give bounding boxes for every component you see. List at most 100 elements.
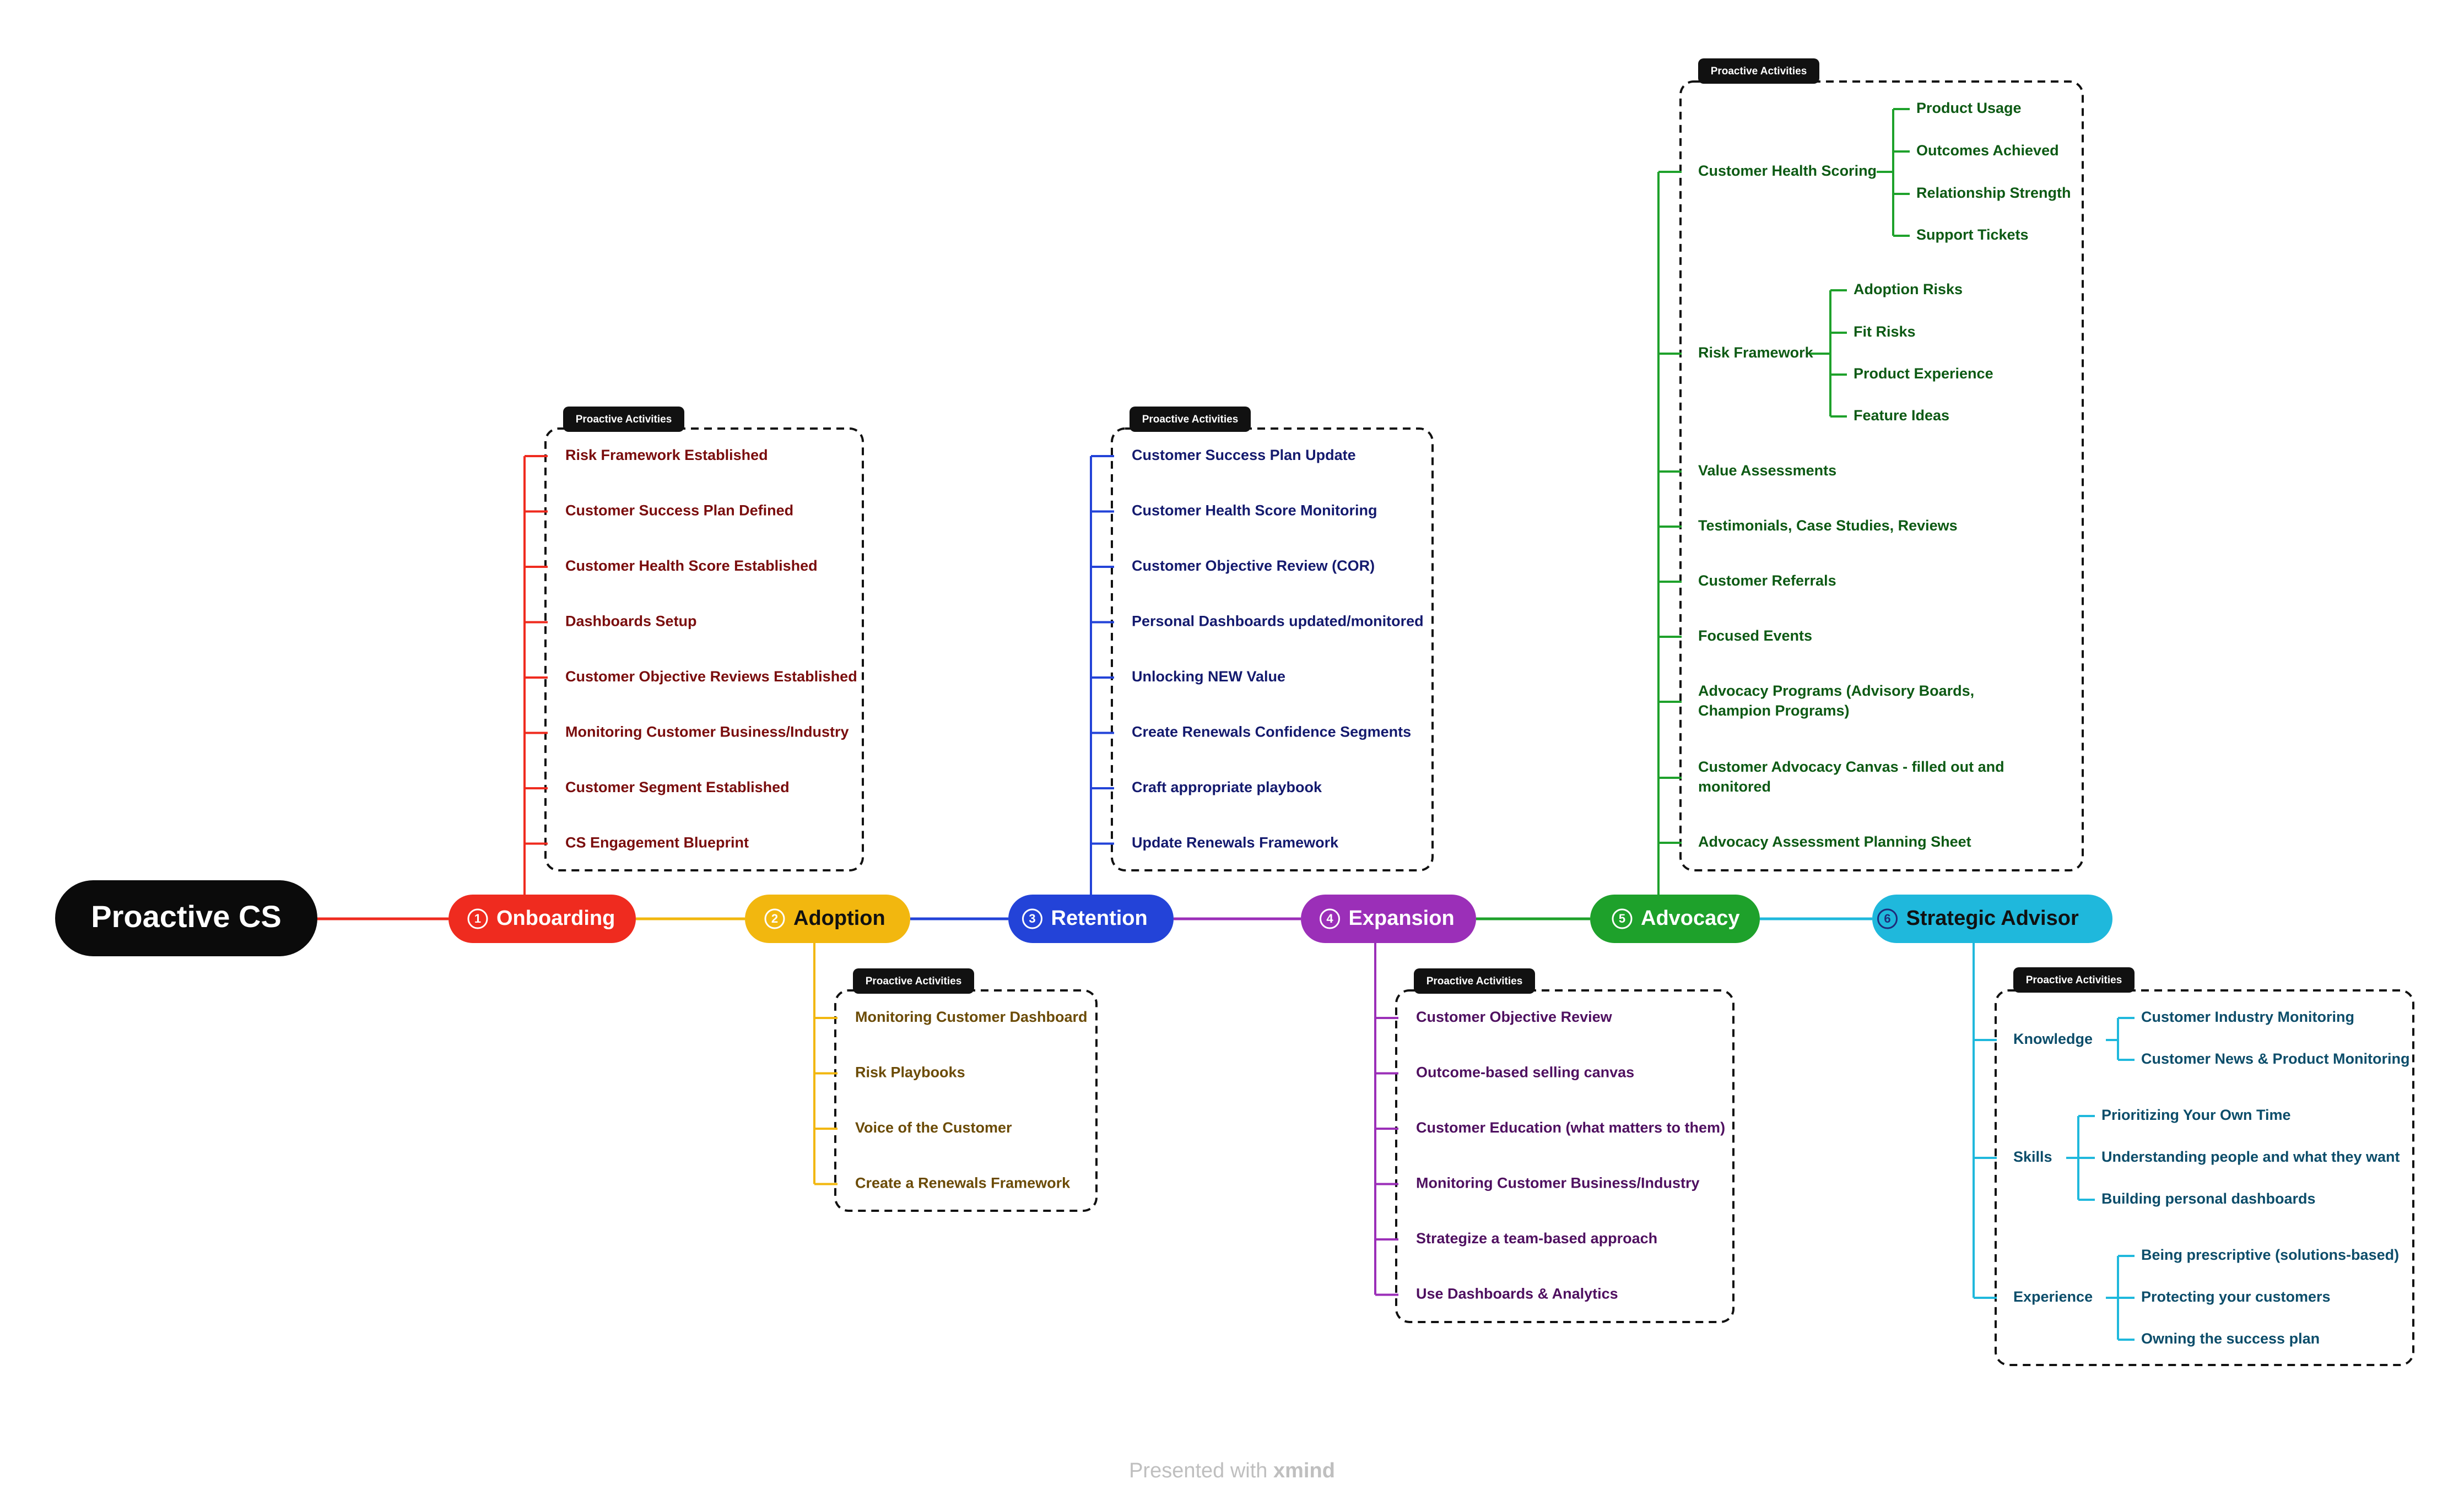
sub-activity-item: Prioritizing Your Own Time (2101, 1107, 2291, 1123)
activity-item: Customer Success Plan Defined (565, 502, 793, 519)
branch-label: Expansion (1349, 907, 1455, 930)
branch-node-adoption[interactable] (745, 895, 910, 943)
footer-presented-text: Presented with (1129, 1459, 1273, 1482)
step-number: 3 (1029, 912, 1035, 925)
sub-activity-item: Adoption Risks (1854, 281, 1963, 297)
sub-activity-item: Owning the success plan (2141, 1330, 2320, 1347)
activity-item: Customer Objective Review (COR) (1132, 557, 1375, 574)
footer-credit: Presented with xmind (1129, 1459, 1335, 1482)
activity-item: Craft appropriate playbook (1132, 779, 1322, 795)
sub-activity-item: Feature Ideas (1854, 407, 1949, 424)
activity-item: CS Engagement Blueprint (565, 835, 749, 851)
activity-item: Customer Advocacy Canvas - filled out an… (1698, 759, 2004, 795)
proactive-activities-tag-label: Proactive Activities (576, 414, 672, 425)
branch-label: Onboarding (496, 907, 615, 930)
step-number-icon (1320, 908, 1340, 929)
step-number-icon (764, 908, 785, 929)
root-node[interactable] (55, 880, 317, 956)
sub-activity-item: Relationship Strength (1916, 185, 2071, 201)
activities-box-retention (1111, 427, 1434, 871)
step-number: 2 (771, 912, 778, 925)
activity-item: Monitoring Customer Business/Industry (565, 724, 849, 740)
proactive-activities-tag-label: Proactive Activities (1426, 976, 1523, 987)
activity-item: Risk Framework Established (565, 447, 768, 463)
step-number: 5 (1619, 912, 1625, 925)
branch-node-strategic-advisor[interactable] (1872, 895, 2112, 943)
activity-item: Value Assessments (1698, 462, 1836, 479)
sub-activity-item: Outcomes Achieved (1916, 142, 2059, 159)
step-number-icon (1877, 908, 1898, 929)
branch-label: Retention (1051, 907, 1148, 930)
root-label: Proactive CS (91, 899, 282, 934)
activities-box-strategic-advisor (1995, 989, 2414, 1366)
sub-activity-item: Support Tickets (1916, 226, 2029, 243)
sub-activity-item: Fit Risks (1854, 323, 1916, 340)
step-number-icon (467, 908, 488, 929)
sub-activity-item: Product Experience (1854, 365, 1993, 382)
proactive-activities-tag (1130, 407, 1251, 432)
step-number: 4 (1326, 912, 1333, 925)
activity-item: Create Renewals Confidence Segments (1132, 724, 1411, 740)
proactive-activities-tag-label: Proactive Activities (866, 976, 962, 987)
activity-item-line: Champion Programs) (1698, 702, 1850, 719)
proactive-activities-tag (1698, 58, 1819, 84)
step-number: 6 (1884, 912, 1890, 925)
activity-item: Monitoring Customer Dashboard (855, 1009, 1088, 1025)
activities-box-adoption (834, 989, 1098, 1212)
activities-box-expansion (1395, 989, 1734, 1323)
activity-item: Voice of the Customer (855, 1119, 1012, 1136)
activity-item: Customer Health Score Monitoring (1132, 502, 1377, 519)
sub-activity-item: Understanding people and what they want (2101, 1149, 2400, 1165)
branch-node-advocacy[interactable] (1590, 895, 1760, 943)
activity-item: Customer Referrals (1698, 572, 1836, 589)
activity-item: Unlocking NEW Value (1132, 668, 1285, 685)
activity-item: Use Dashboards & Analytics (1416, 1286, 1618, 1302)
sub-activity-item: Product Usage (1916, 100, 2022, 116)
step-number-icon (1022, 908, 1042, 929)
branch-node-retention[interactable] (1008, 895, 1174, 943)
activity-item: Advocacy Assessment Planning Sheet (1698, 833, 1971, 850)
activity-item: Risk Playbooks (855, 1064, 965, 1081)
activity-item: Customer Success Plan Update (1132, 447, 1356, 463)
branch-node-expansion[interactable] (1301, 895, 1476, 943)
branch-label: Strategic Advisor (1906, 907, 2079, 930)
activity-item: Testimonials, Case Studies, Reviews (1698, 517, 1958, 534)
proactive-activities-tag (853, 968, 974, 994)
branch-node-onboarding[interactable] (449, 895, 636, 943)
sub-activity-item: Protecting your customers (2141, 1288, 2331, 1305)
sub-activity-item: Customer Industry Monitoring (2141, 1009, 2354, 1025)
activity-item: Dashboards Setup (565, 613, 697, 630)
activity-item: Personal Dashboards updated/monitored (1132, 613, 1424, 630)
proactive-activities-tag (2013, 967, 2135, 993)
branch-label: Advocacy (1641, 907, 1740, 930)
activity-item: Advocacy Programs (Advisory Boards, Champ… (1698, 682, 1974, 719)
activity-item: Customer Health Score Established (565, 557, 818, 574)
activity-item: Strategize a team-based approach (1416, 1230, 1657, 1247)
activity-item: Knowledge (2013, 1031, 2093, 1047)
xmind-logo: xmind (1273, 1459, 1335, 1482)
proactive-activities-tag (1414, 968, 1535, 994)
proactive-activities-tag-label: Proactive Activities (2026, 974, 2122, 986)
activity-item: Skills (2013, 1149, 2052, 1165)
activity-item: Monitoring Customer Business/Industry (1416, 1175, 1700, 1191)
activity-item: Customer Objective Reviews Established (565, 668, 857, 685)
sub-activity-item: Building personal dashboards (2101, 1190, 2316, 1207)
proactive-activities-tag-label: Proactive Activities (1142, 414, 1239, 425)
activity-item-line: Customer Advocacy Canvas - filled out an… (1698, 759, 2004, 775)
activity-item: Create a Renewals Framework (855, 1175, 1071, 1191)
activity-item: Focused Events (1698, 627, 1812, 644)
sub-activity-item: Being prescriptive (solutions-based) (2141, 1247, 2399, 1263)
activity-item-line: Advocacy Programs (Advisory Boards, (1698, 682, 1974, 699)
activities-box-onboarding (544, 427, 864, 871)
activity-item: Customer Segment Established (565, 779, 790, 795)
activity-item: Customer Health Scoring (1698, 162, 1877, 179)
activity-item: Outcome-based selling canvas (1416, 1064, 1634, 1081)
activities-box-advocacy (1679, 80, 2084, 871)
branch-label: Adoption (793, 907, 885, 930)
activity-item: Risk Framework (1698, 344, 1814, 361)
sub-activity-item: Customer News & Product Monitoring (2141, 1050, 2410, 1067)
activity-item: Customer Objective Review (1416, 1009, 1613, 1025)
activity-item: Customer Education (what matters to them… (1416, 1119, 1725, 1136)
activity-item-line: monitored (1698, 778, 1771, 795)
